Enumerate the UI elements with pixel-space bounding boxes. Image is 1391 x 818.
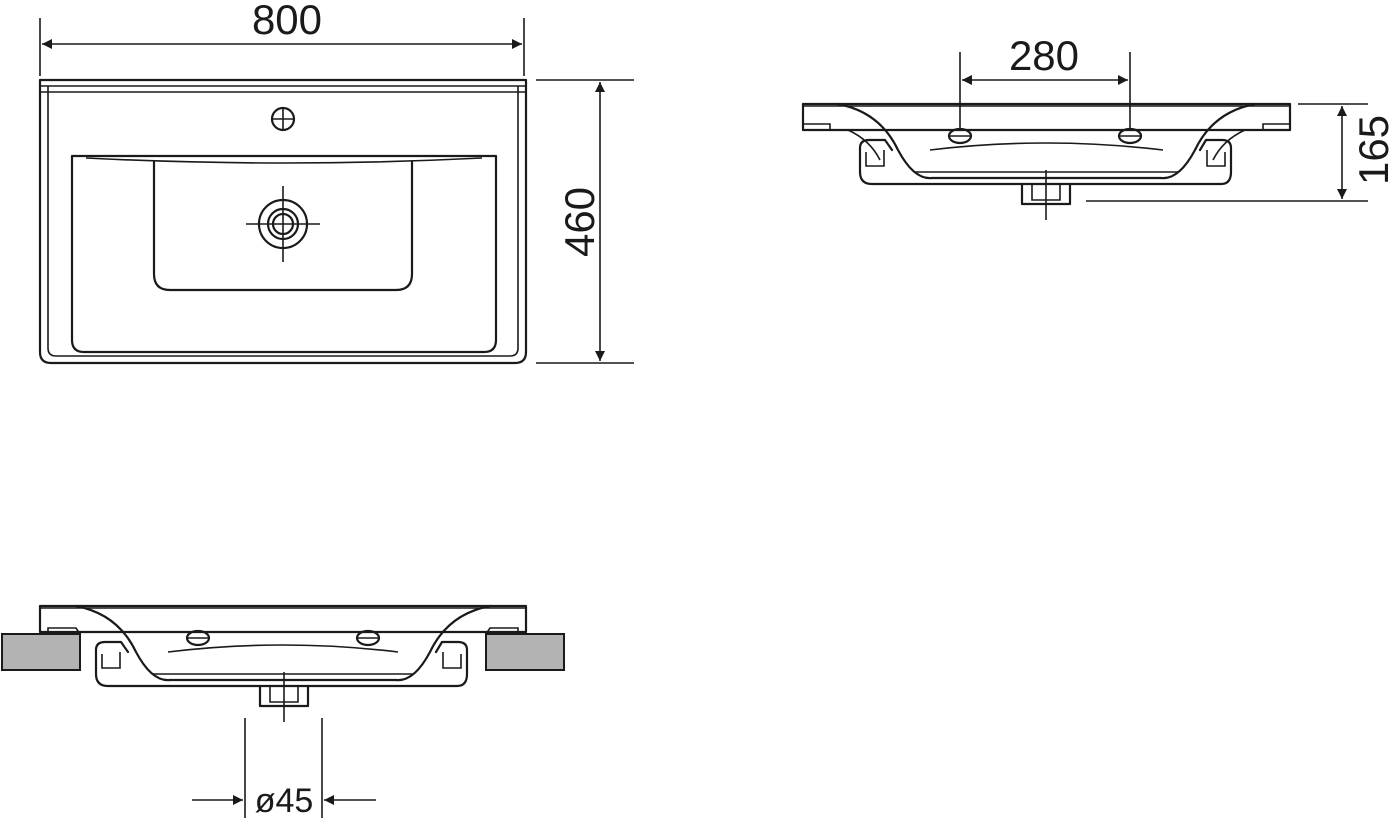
- front-view: 280 165: [801, 32, 1391, 220]
- left-support: [1, 633, 81, 671]
- mounted-front-view: ø45: [1, 604, 565, 818]
- front-slab: [801, 102, 1292, 132]
- mounted-tap-hole-left-icon: [185, 629, 211, 647]
- depth-dimension-label: 460: [556, 187, 603, 257]
- basin-outline: [38, 78, 528, 365]
- height-dimension-label: 165: [1350, 115, 1391, 185]
- mounted-tap-hole-right-icon: [355, 629, 381, 647]
- top-view: 800 460: [38, 0, 634, 365]
- drain-icon: [246, 186, 320, 262]
- drain-diameter-label: ø45: [255, 782, 314, 818]
- width-dimension-label: 800: [252, 0, 322, 43]
- tap-spacing-dimension-label: 280: [1009, 32, 1079, 79]
- bowl-outline: [70, 154, 498, 354]
- basin-well: [152, 160, 414, 292]
- tap-hole-icon: [270, 106, 296, 132]
- right-support: [485, 633, 565, 671]
